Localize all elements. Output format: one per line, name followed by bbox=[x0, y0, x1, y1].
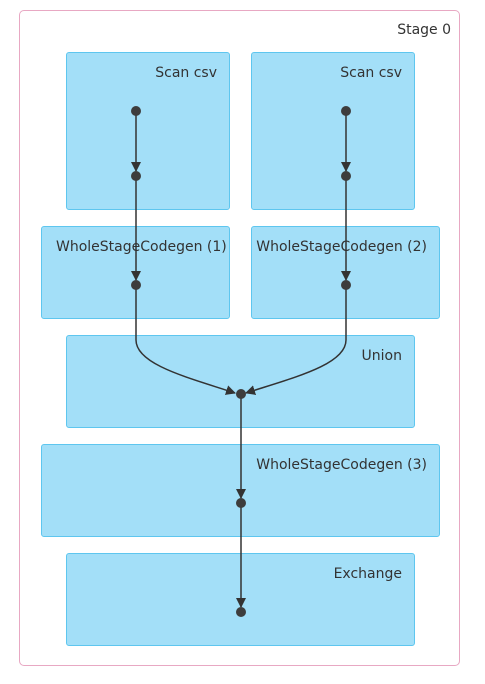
dot-wsc3 bbox=[236, 498, 246, 508]
dot-union bbox=[236, 389, 246, 399]
stage-label: Stage 0 bbox=[397, 22, 451, 38]
scan-csv-node-2[interactable]: Scan csv bbox=[251, 52, 415, 210]
wholestagecodegen-label-3: WholeStageCodegen (3) bbox=[256, 457, 427, 473]
edge-wsc2-to-union bbox=[245, 285, 347, 395]
dot-scan1-bottom bbox=[131, 171, 141, 181]
dot-exchange bbox=[236, 607, 246, 617]
dot-scan2-top bbox=[341, 106, 351, 116]
dot-wsc2 bbox=[341, 280, 351, 290]
exchange-label: Exchange bbox=[333, 566, 402, 582]
scan-csv-node-1[interactable]: Scan csv bbox=[66, 52, 230, 210]
scan-csv-label-1: Scan csv bbox=[155, 65, 217, 81]
wholestagecodegen-label-2: WholeStageCodegen (2) bbox=[256, 239, 427, 255]
dot-wsc1 bbox=[131, 280, 141, 290]
edge-wsc1-to-union bbox=[135, 285, 236, 395]
stage-0-cluster: Stage 0 bbox=[19, 10, 460, 666]
union-label: Union bbox=[361, 348, 402, 364]
dot-scan1-top bbox=[131, 106, 141, 116]
wholestagecodegen-label-1: WholeStageCodegen (1) bbox=[56, 239, 227, 255]
scan-csv-label-2: Scan csv bbox=[340, 65, 402, 81]
dot-scan2-bottom bbox=[341, 171, 351, 181]
